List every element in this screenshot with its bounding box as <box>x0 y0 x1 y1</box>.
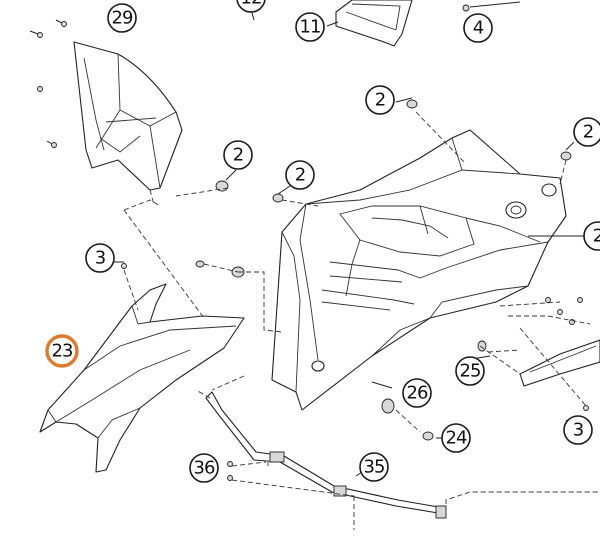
callout-36[interactable]: 36 <box>189 453 219 483</box>
callout-label: 12 <box>241 0 262 9</box>
part-29-panel[interactable] <box>73 41 183 191</box>
assembly-lines <box>123 111 600 530</box>
callout-label: 4 <box>473 18 484 39</box>
callout-label: 2 <box>583 122 593 143</box>
callout-2-left[interactable]: 2 <box>223 140 253 170</box>
part-35-rod[interactable] <box>205 391 447 519</box>
callout-3-right[interactable]: 3 <box>563 415 593 445</box>
callout-label: 25 <box>460 361 481 382</box>
callout-label: 26 <box>407 383 428 404</box>
callout-2-top[interactable]: 2 <box>365 85 395 115</box>
callout-label: 2 <box>233 145 243 166</box>
callout-label: 2 <box>593 226 600 247</box>
callout-4[interactable]: 4 <box>463 13 493 43</box>
callout-label: 23 <box>52 341 73 362</box>
callout-11[interactable]: 11 <box>295 12 325 42</box>
callout-label: 2 <box>295 165 305 186</box>
callout-25[interactable]: 25 <box>455 356 485 386</box>
callout-label: 35 <box>364 457 385 478</box>
callout-26[interactable]: 26 <box>402 378 432 408</box>
callout-label: 11 <box>300 17 321 38</box>
callout-label: 24 <box>446 428 467 449</box>
callout-35[interactable]: 35 <box>359 452 389 482</box>
callout-label: 36 <box>194 458 215 479</box>
part-23-cowl[interactable] <box>39 283 245 473</box>
part-4-screw <box>462 1 521 12</box>
callout-24[interactable]: 24 <box>441 423 471 453</box>
callout-12[interactable]: 12 <box>236 0 266 13</box>
callout-3-left[interactable]: 3 <box>85 243 115 273</box>
part-29-hardware <box>29 19 155 206</box>
callout-29[interactable]: 29 <box>107 3 137 33</box>
callout-2-right[interactable]: 2 <box>573 117 600 147</box>
callout-2-center[interactable]: 2 <box>285 160 315 190</box>
callout-2-far-right[interactable]: 2 <box>583 221 600 251</box>
right-side-strip[interactable] <box>519 339 600 387</box>
callout-label: 2 <box>375 90 385 111</box>
callout-23-highlighted[interactable]: 23 <box>45 334 79 368</box>
callout-label: 3 <box>573 420 584 441</box>
fasteners <box>121 99 589 481</box>
callout-label: 3 <box>95 248 106 269</box>
part-11-bracket[interactable] <box>335 0 413 47</box>
callout-label: 29 <box>112 8 133 29</box>
rear-tail-section[interactable] <box>271 129 567 411</box>
